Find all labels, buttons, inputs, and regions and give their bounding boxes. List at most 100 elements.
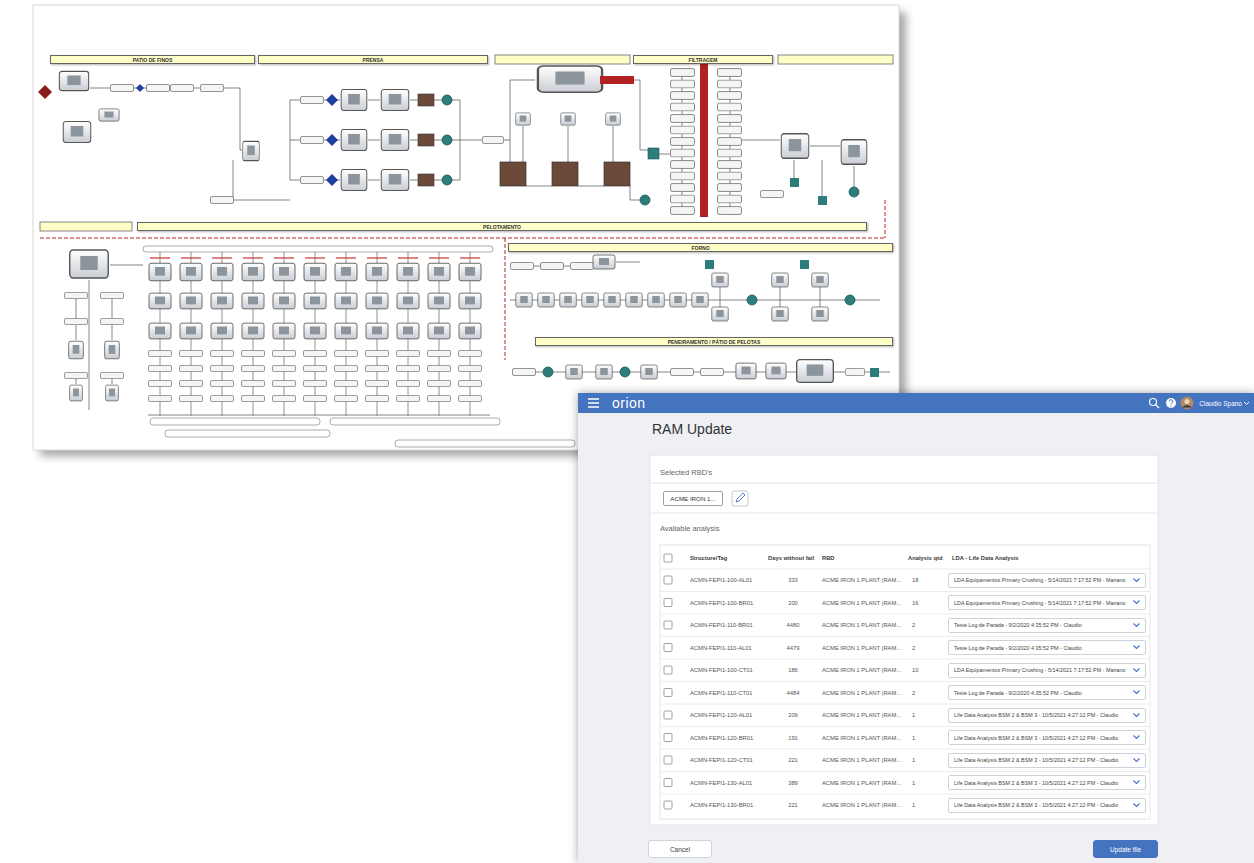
table-cell: 1	[912, 780, 915, 786]
table-cell: ACMN-FEPI1-130-BR01	[690, 802, 753, 808]
app-window: orion Claudio SpanoSelected RBD'sAvaliabl…	[578, 393, 1254, 863]
table-cell: 2	[912, 622, 915, 628]
chevron-stroke	[1134, 646, 1140, 649]
table-cell: ACME IRON 1 PLANT (RAM...	[822, 645, 901, 651]
chevron-icon	[1133, 690, 1140, 695]
band-title: PRENSA	[363, 57, 384, 63]
section-band: PATIO DE FINOS	[50, 55, 255, 64]
cancel-button: Cancel	[648, 840, 712, 858]
column-header: Days without fail	[768, 555, 814, 561]
table-cell: ACMN-FEPI1-130-AL01	[690, 780, 752, 786]
table-cell: 200	[788, 600, 798, 606]
chevron-stroke	[1134, 736, 1140, 739]
button-label: Cancel	[670, 846, 690, 853]
chevron-stroke	[1134, 578, 1140, 581]
table-cell: ACME IRON 1 PLANT (RAM...	[822, 780, 901, 786]
table-cell: ACMN-FEPI1-100-CT01	[690, 667, 753, 673]
chevron-stroke	[1134, 691, 1140, 694]
analysis-dropdown: Life Data Analysis BSM 2 & BSM 3 - 10/5/…	[948, 775, 1146, 790]
table-cell: 4484	[787, 690, 800, 696]
dropdown-text: LDA Equipamentos Primary Crushing - 5/14…	[954, 577, 1125, 583]
dropdown-text: Life Data Analysis BSM 2 & BSM 3 - 10/5/…	[954, 757, 1118, 763]
app-chrome	[578, 393, 1254, 863]
chevron-icon	[1133, 758, 1140, 763]
block-connectors	[76, 68, 890, 415]
table-cell: 1	[912, 757, 915, 763]
table-cell: 191	[788, 735, 798, 741]
section-band: PENEIRAMENTO / PÁTIO DE PELOTAS	[535, 337, 893, 346]
band-title: PENEIRAMENTO / PÁTIO DE PELOTAS	[668, 339, 761, 345]
analysis-dropdown: LDA Equipamentos Primary Crushing - 5/14…	[948, 573, 1146, 588]
table-cell: 10	[912, 667, 918, 673]
chevron-icon	[1133, 668, 1140, 673]
table-cell: ACME IRON 1 PLANT (RAM...	[822, 622, 901, 628]
table-cell: 18	[912, 577, 918, 583]
analysis-dropdown: Teste Log de Parada - 9/2/2020 4:35:52 P…	[948, 685, 1146, 700]
band-title: PELOTAMENTO	[483, 224, 521, 230]
chevron-stroke	[1134, 623, 1140, 626]
table-cell: ACMN-FEPI1-100-AL01	[690, 577, 752, 583]
page-title: RAM Update	[652, 421, 732, 437]
table-cell: 16	[912, 600, 918, 606]
section-band: FORNO	[508, 243, 893, 252]
table-cell: ACMN-FEPI1-110-CT01	[690, 690, 752, 696]
analysis-dropdown: LDA Equipamentos Primary Crushing - 5/14…	[948, 663, 1146, 678]
table-cell: ACMN-FEPI1-120-CT01	[690, 757, 753, 763]
table-cell: 221	[788, 802, 798, 808]
equipment-symbols	[38, 62, 879, 447]
analysis-dropdown: Life Data Analysis BSM 2 & BSM 3 - 10/5/…	[948, 730, 1146, 745]
analysis-dropdown: Life Data Analysis BSM 2 & BSM 3 - 10/5/…	[948, 798, 1146, 813]
section-heading: Selected RBD's	[660, 468, 712, 477]
header-text: Claudio Spano	[1199, 400, 1242, 407]
section-heading: Avaliable analysis	[660, 524, 719, 533]
rbd-chip: ACME IRON 1...	[663, 491, 723, 506]
table-cell: 209	[788, 712, 798, 718]
dropdown-text: Life Data Analysis BSM 2 & BSM 3 - 10/5/…	[954, 712, 1118, 718]
table-cell: ACMN-FEPI1-100-BR01	[690, 600, 753, 606]
table-cell: ACME IRON 1 PLANT (RAM...	[822, 735, 901, 741]
dropdown-text: Life Data Analysis BSM 2 & BSM 3 - 10/5/…	[954, 780, 1118, 786]
table-cell: 1	[912, 802, 915, 808]
section-band: FILTRAGEM	[633, 55, 773, 64]
table-cell: ACME IRON 1 PLANT (RAM...	[822, 802, 901, 808]
dropdown-text: Life Data Analysis BSM 2 & BSM 3 - 10/5/…	[954, 802, 1118, 808]
section-band: PRENSA	[258, 55, 488, 64]
chevron-icon	[1133, 735, 1140, 740]
table-cell: 389	[788, 780, 798, 786]
button-label: Update file	[1110, 846, 1141, 853]
chevron-stroke	[1134, 758, 1140, 761]
chevron-stroke	[1134, 668, 1140, 671]
table-cell: 2	[912, 690, 915, 696]
table-cell: ACME IRON 1 PLANT (RAM...	[822, 690, 901, 696]
header-text: orion	[612, 395, 646, 411]
analysis-dropdown: Teste Log de Parada - 9/2/2020 4:35:52 P…	[948, 640, 1146, 655]
section-band: PELOTAMENTO	[137, 222, 867, 231]
table-cell: 1	[912, 712, 915, 718]
band-title: PATIO DE FINOS	[133, 57, 173, 63]
app-header-bar: orion Claudio Spano	[578, 393, 1254, 413]
analysis-dropdown: Life Data Analysis BSM 2 & BSM 3 - 10/5/…	[948, 708, 1146, 723]
analysis-dropdown: Teste Log de Parada - 9/2/2020 4:35:52 P…	[948, 618, 1146, 633]
chevron-stroke	[1134, 601, 1140, 604]
column-header: RBD	[822, 555, 835, 561]
column-header: Analysis qtd	[908, 555, 942, 561]
table-cell: 4480	[787, 622, 800, 628]
dropdown-text: Life Data Analysis BSM 2 & BSM 3 - 10/5/…	[954, 735, 1118, 741]
dropdown-text: Teste Log de Parada - 9/2/2020 4:35:52 P…	[954, 690, 1082, 696]
column-header: Structure/Tag	[690, 555, 727, 561]
table-cell: 4479	[787, 645, 800, 651]
table-cell: ACME IRON 1 PLANT (RAM...	[822, 712, 901, 718]
table-cell: ACME IRON 1 PLANT (RAM...	[822, 577, 901, 583]
chevron-icon	[1133, 645, 1140, 650]
table-cell: ACME IRON 1 PLANT (RAM...	[822, 757, 901, 763]
table-cell: 333	[788, 577, 798, 583]
section-band	[40, 55, 893, 231]
table-cell: 2	[912, 645, 915, 651]
chevron-stroke	[1134, 803, 1140, 806]
dropdown-text: Teste Log de Parada - 9/2/2020 4:35:52 P…	[954, 622, 1082, 628]
chevron-stroke	[1134, 713, 1140, 716]
chip-text: ACME IRON 1...	[670, 495, 715, 502]
update-button: Update file	[1093, 840, 1158, 858]
table-cell: ACMN-FEPI1-120-BR01	[690, 735, 753, 741]
table-cell: ACME IRON 1 PLANT (RAM...	[822, 667, 901, 673]
